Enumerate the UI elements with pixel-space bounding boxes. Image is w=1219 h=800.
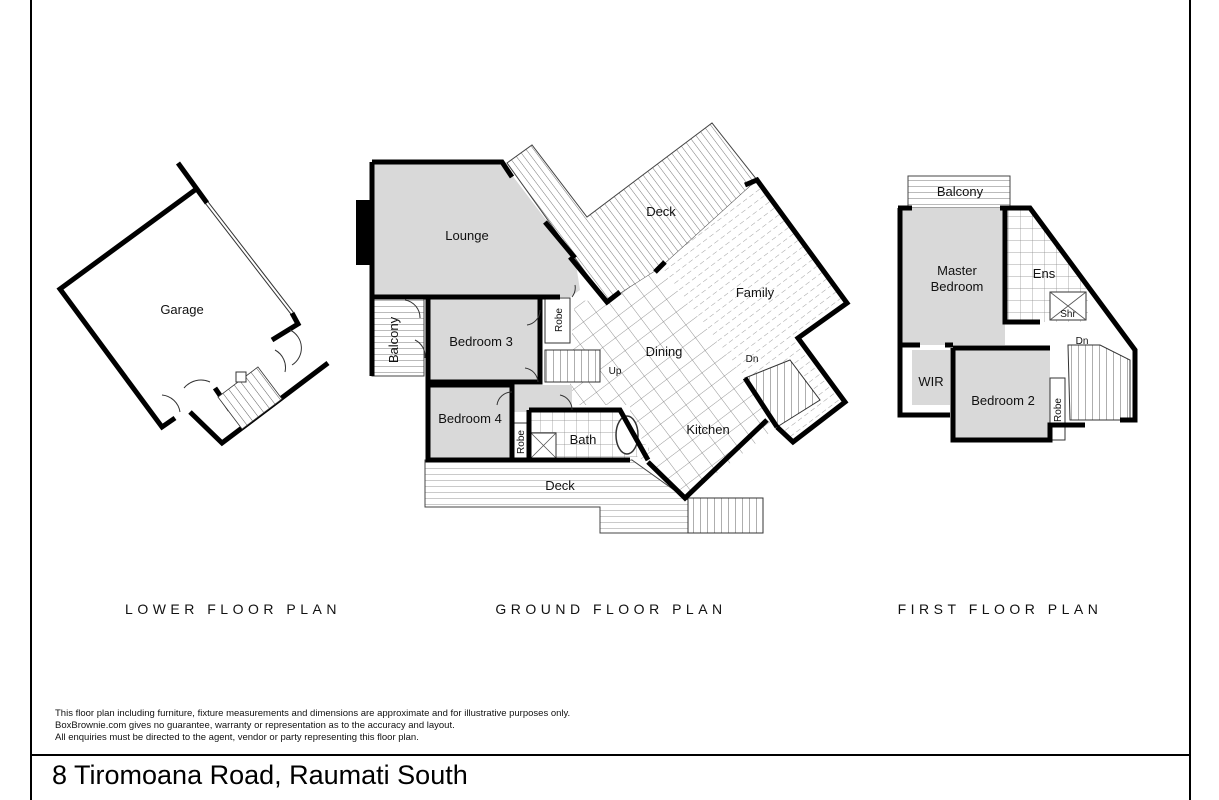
room-label-wir: WIR [918, 374, 943, 389]
disclaimer-line-1: This floor plan including furniture, fix… [55, 708, 571, 719]
stairs-up-label: Up [609, 366, 622, 377]
room-label-ens: Ens [1033, 266, 1056, 281]
bathtub-icon [615, 415, 639, 455]
ground-floor-title: GROUND FLOOR PLAN [495, 601, 726, 617]
fireplace [356, 200, 372, 265]
stairs-up [544, 349, 601, 383]
room-label-deck-lower: Deck [545, 478, 575, 493]
room-label-lounge: Lounge [445, 228, 488, 243]
lounge [372, 162, 580, 297]
page-frame [30, 0, 1191, 800]
deck-lower [424, 459, 689, 534]
first-floor-plan: Balcony Master Bedroom Ens Shr Dn WIR Be… [897, 175, 1138, 443]
lower-floor-title: LOWER FLOOR PLAN [125, 601, 341, 617]
deck-stairs [687, 497, 764, 534]
first-floor-title: FIRST FLOOR PLAN [898, 601, 1103, 617]
master-bedroom [900, 208, 1005, 345]
bedroom-4 [428, 385, 512, 460]
bedroom-2 [953, 348, 1050, 440]
room-label-bedroom-3: Bedroom 3 [449, 334, 513, 349]
sink-icon [235, 371, 247, 383]
robe-1 [544, 297, 571, 344]
room-label-dining: Dining [646, 344, 683, 359]
room-label-bedroom-2: Bedroom 2 [971, 393, 1035, 408]
room-label-robe-first: Robe [1053, 398, 1064, 422]
room-label-balcony: Balcony [386, 316, 401, 363]
room-label-robe-2: Robe [516, 430, 527, 454]
lower-floor-plan: Garage [56, 161, 330, 447]
room-label-robe-1: Robe [554, 308, 565, 332]
room-label-master-2: Bedroom [931, 279, 984, 294]
stairs-down-label-first: Dn [1076, 336, 1089, 347]
stairs-down-label: Dn [746, 354, 759, 365]
disclaimer-line-3: All enquiries must be directed to the ag… [55, 732, 419, 743]
bedroom-3 [428, 298, 540, 382]
room-label-kitchen: Kitchen [686, 422, 729, 437]
ground-floor-plan: Lounge Deck Family Balcony Bedroom 3 Rob… [356, 122, 851, 534]
room-label-garage: Garage [160, 302, 203, 317]
balcony-first [907, 175, 1011, 209]
wir [912, 350, 950, 405]
disclaimer-line-2: BoxBrownie.com gives no guarantee, warra… [55, 720, 455, 731]
room-label-bath: Bath [570, 432, 597, 447]
room-label-shr: Shr [1060, 309, 1076, 320]
room-label-bedroom-4: Bedroom 4 [438, 411, 502, 426]
stairs-first [1067, 344, 1131, 421]
dining-kitchen [570, 268, 777, 498]
room-label-family: Family [736, 285, 775, 300]
room-label-master: Master [937, 263, 977, 278]
room-label-deck-upper: Deck [646, 204, 676, 219]
property-address: 8 Tiromoana Road, Raumati South [52, 760, 468, 790]
room-label-balcony-first: Balcony [937, 184, 984, 199]
